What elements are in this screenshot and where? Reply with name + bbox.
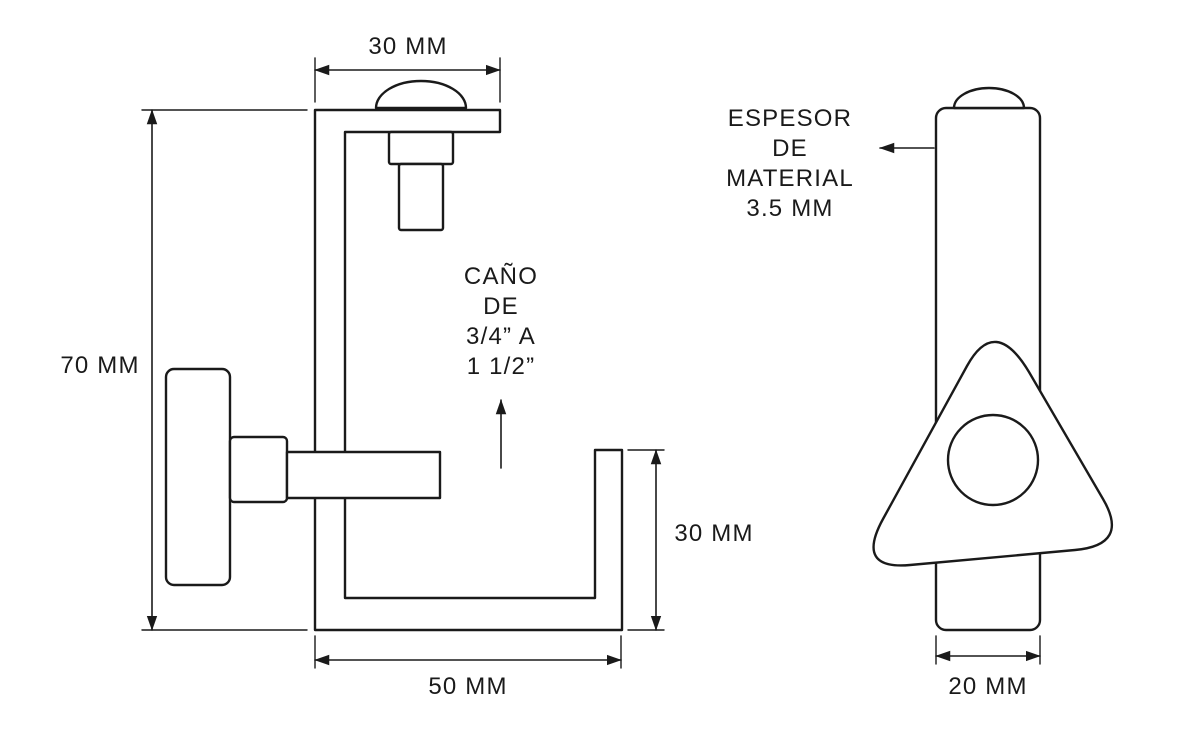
pipe-note-line-2: DE — [483, 293, 519, 320]
dim-label-left-height: 70 MM — [60, 352, 139, 379]
pipe-note-line-4: 1 1/2” — [467, 353, 536, 380]
dim-label-sideview-width: 20 MM — [948, 673, 1027, 700]
dim-label-bottom-width: 50 MM — [428, 673, 507, 700]
pipe-note-line-3: 3/4” A — [466, 323, 536, 350]
thickness-note-line-2: DE — [772, 135, 808, 162]
knob-body — [164, 367, 232, 587]
side-view-annotations: ESPESOR DE MATERIAL 3.5 MM 20 MM — [726, 105, 1041, 700]
thickness-note-line-1: ESPESOR — [728, 105, 852, 132]
side-bolt-dome — [952, 86, 1026, 110]
front-view-dimensions: 30 MM 70 MM 50 MM 30 MM CAÑO DE 3/4” A 1… — [60, 33, 753, 700]
knob-screw-shaft — [285, 450, 442, 500]
knob-center-hole — [946, 413, 1040, 507]
dim-label-top-width: 30 MM — [368, 33, 447, 60]
side-view — [872, 86, 1114, 632]
bolt-dome-head — [374, 79, 468, 110]
bolt-hex-nut — [387, 130, 455, 166]
material-thickness-note: ESPESOR DE MATERIAL 3.5 MM — [726, 105, 935, 222]
pipe-size-note: CAÑO DE 3/4” A 1 1/2” — [464, 263, 538, 469]
front-view — [164, 79, 624, 632]
clamp-bracket-outline — [313, 108, 624, 632]
thickness-note-line-3: MATERIAL — [726, 165, 854, 192]
pipe-note-line-1: CAÑO — [464, 263, 538, 290]
dim-label-right-height: 30 MM — [674, 520, 753, 547]
knob-hub — [228, 435, 289, 504]
bolt-threaded-shaft — [397, 162, 445, 232]
thickness-note-line-4: 3.5 MM — [746, 195, 833, 222]
